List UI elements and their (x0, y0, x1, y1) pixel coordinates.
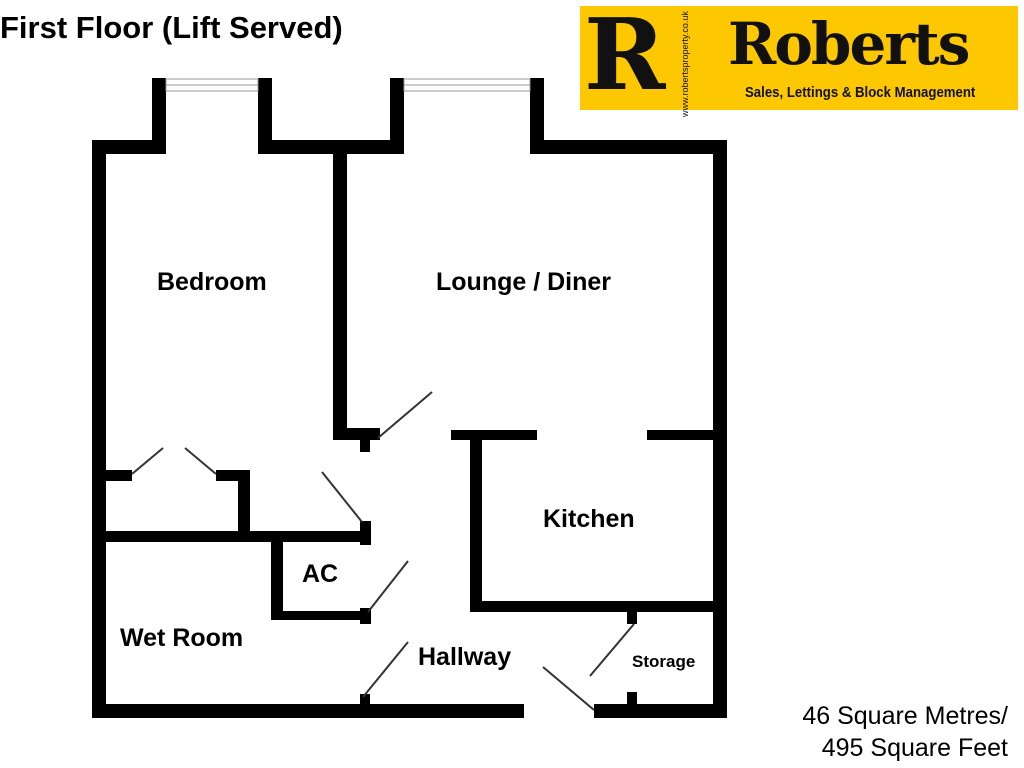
wall-bedroom-lounge (333, 154, 347, 440)
wardrobe-wall-1 (106, 470, 132, 481)
door-bedroom (321, 471, 363, 523)
wall-kitchen-left (470, 430, 482, 612)
room-label-kitchen: Kitchen (543, 505, 635, 533)
door-storage (589, 623, 635, 677)
room-label-hallway: Hallway (418, 643, 512, 671)
roberts-logo: R www.robertsproperty.co.uk Roberts Sale… (580, 0, 1018, 117)
wall-top-3 (530, 140, 727, 154)
logo-name: Roberts (728, 10, 970, 78)
door-lounge (377, 391, 433, 439)
bay-1-left (152, 78, 166, 154)
door-ac (367, 560, 409, 613)
windows (165, 78, 531, 92)
room-label-ac: AC (302, 560, 339, 588)
bay-1-right (258, 78, 272, 154)
wall-kitchen-bottom (470, 601, 713, 612)
wall-bottom-right (594, 704, 727, 718)
floor-title: First Floor (Lift Served) (0, 10, 343, 45)
area-imperial: 495 Square Feet (821, 734, 1008, 762)
logo-letter: R (584, 0, 666, 113)
door-swings (131, 391, 635, 711)
wall-wetroom-top (106, 531, 370, 542)
wall-left (92, 140, 106, 718)
room-label-bedroom: Bedroom (157, 268, 267, 296)
bay-2-right (530, 78, 544, 154)
wall-top-1 (92, 140, 166, 154)
door-entrance (542, 666, 595, 711)
wall-lounge-stub (333, 428, 380, 440)
wall-bottom-left (92, 704, 524, 718)
door-wardrobe-right (184, 447, 217, 475)
room-label-wet-room: Wet Room (120, 624, 244, 652)
wall-top-2 (258, 140, 404, 154)
door-jamb (360, 694, 370, 706)
door-wardrobe-left (131, 447, 164, 475)
wall-kitchen-top-1 (451, 430, 537, 440)
walls (92, 78, 727, 718)
wall-ac-bottom (271, 611, 370, 620)
door-jamb (360, 428, 370, 452)
door-jamb (360, 608, 371, 624)
storage-jamb-bottom (627, 692, 637, 704)
wardrobe-wall-2 (216, 470, 250, 481)
wall-kitchen-top-2 (647, 430, 713, 440)
wall-right (713, 140, 727, 718)
room-label-lounge: Lounge / Diner (436, 268, 611, 296)
door-wetroom (362, 641, 409, 698)
room-label-storage: Storage (632, 652, 696, 671)
door-jamb (360, 521, 371, 545)
bay-2-left (390, 78, 404, 154)
area-metric: 46 Square Metres/ (802, 702, 1008, 730)
wall-ac-left (271, 542, 283, 620)
wardrobe-wall-3 (238, 470, 250, 542)
storage-jamb-top (627, 612, 637, 624)
floor-area: 46 Square Metres/ 495 Square Feet (802, 700, 1008, 764)
logo-tagline: Sales, Lettings & Block Management (745, 84, 976, 101)
